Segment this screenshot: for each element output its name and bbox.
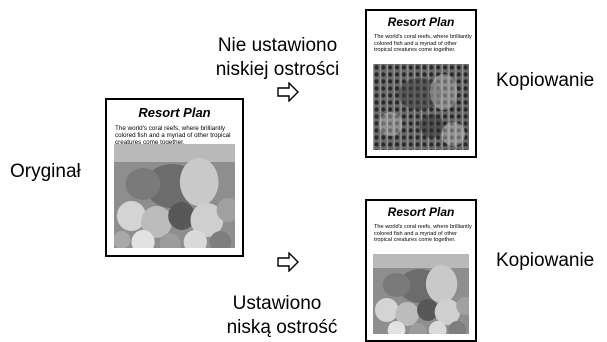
original-label: Oryginał	[10, 161, 81, 182]
hollow-right-arrow-icon	[277, 82, 299, 102]
copy-label-top: Kopiowanie	[496, 70, 595, 91]
document-body-text: The world's coral reefs, where brilliant…	[374, 224, 472, 243]
not-set-label-line1: Nie ustawiono	[217, 35, 338, 56]
copy-label-bottom: Kopiowanie	[496, 250, 595, 271]
original-document: Resort Plan The world's coral reefs, whe…	[105, 98, 244, 257]
copy-document-bottom: Resort Plan The world's coral reefs, whe…	[365, 199, 477, 342]
moire-photo	[373, 64, 469, 150]
fruit-photo	[114, 144, 235, 248]
copy-document-top: Resort Plan The world's coral reefs, whe…	[365, 9, 477, 158]
not-set-label-line2: niskiej ostrości	[215, 59, 340, 80]
set-label-line2: niską ostrość	[226, 317, 338, 338]
fruit-photo	[373, 254, 469, 334]
hollow-right-arrow-icon	[277, 252, 299, 272]
set-label-line1: Ustawiono	[232, 293, 322, 314]
document-body-text: The world's coral reefs, where brilliant…	[115, 125, 231, 147]
document-title: Resort Plan	[387, 205, 455, 219]
document-title: Resort Plan	[387, 15, 455, 29]
document-title: Resort Plan	[138, 105, 211, 120]
document-body-text: The world's coral reefs, where brilliant…	[374, 34, 472, 53]
